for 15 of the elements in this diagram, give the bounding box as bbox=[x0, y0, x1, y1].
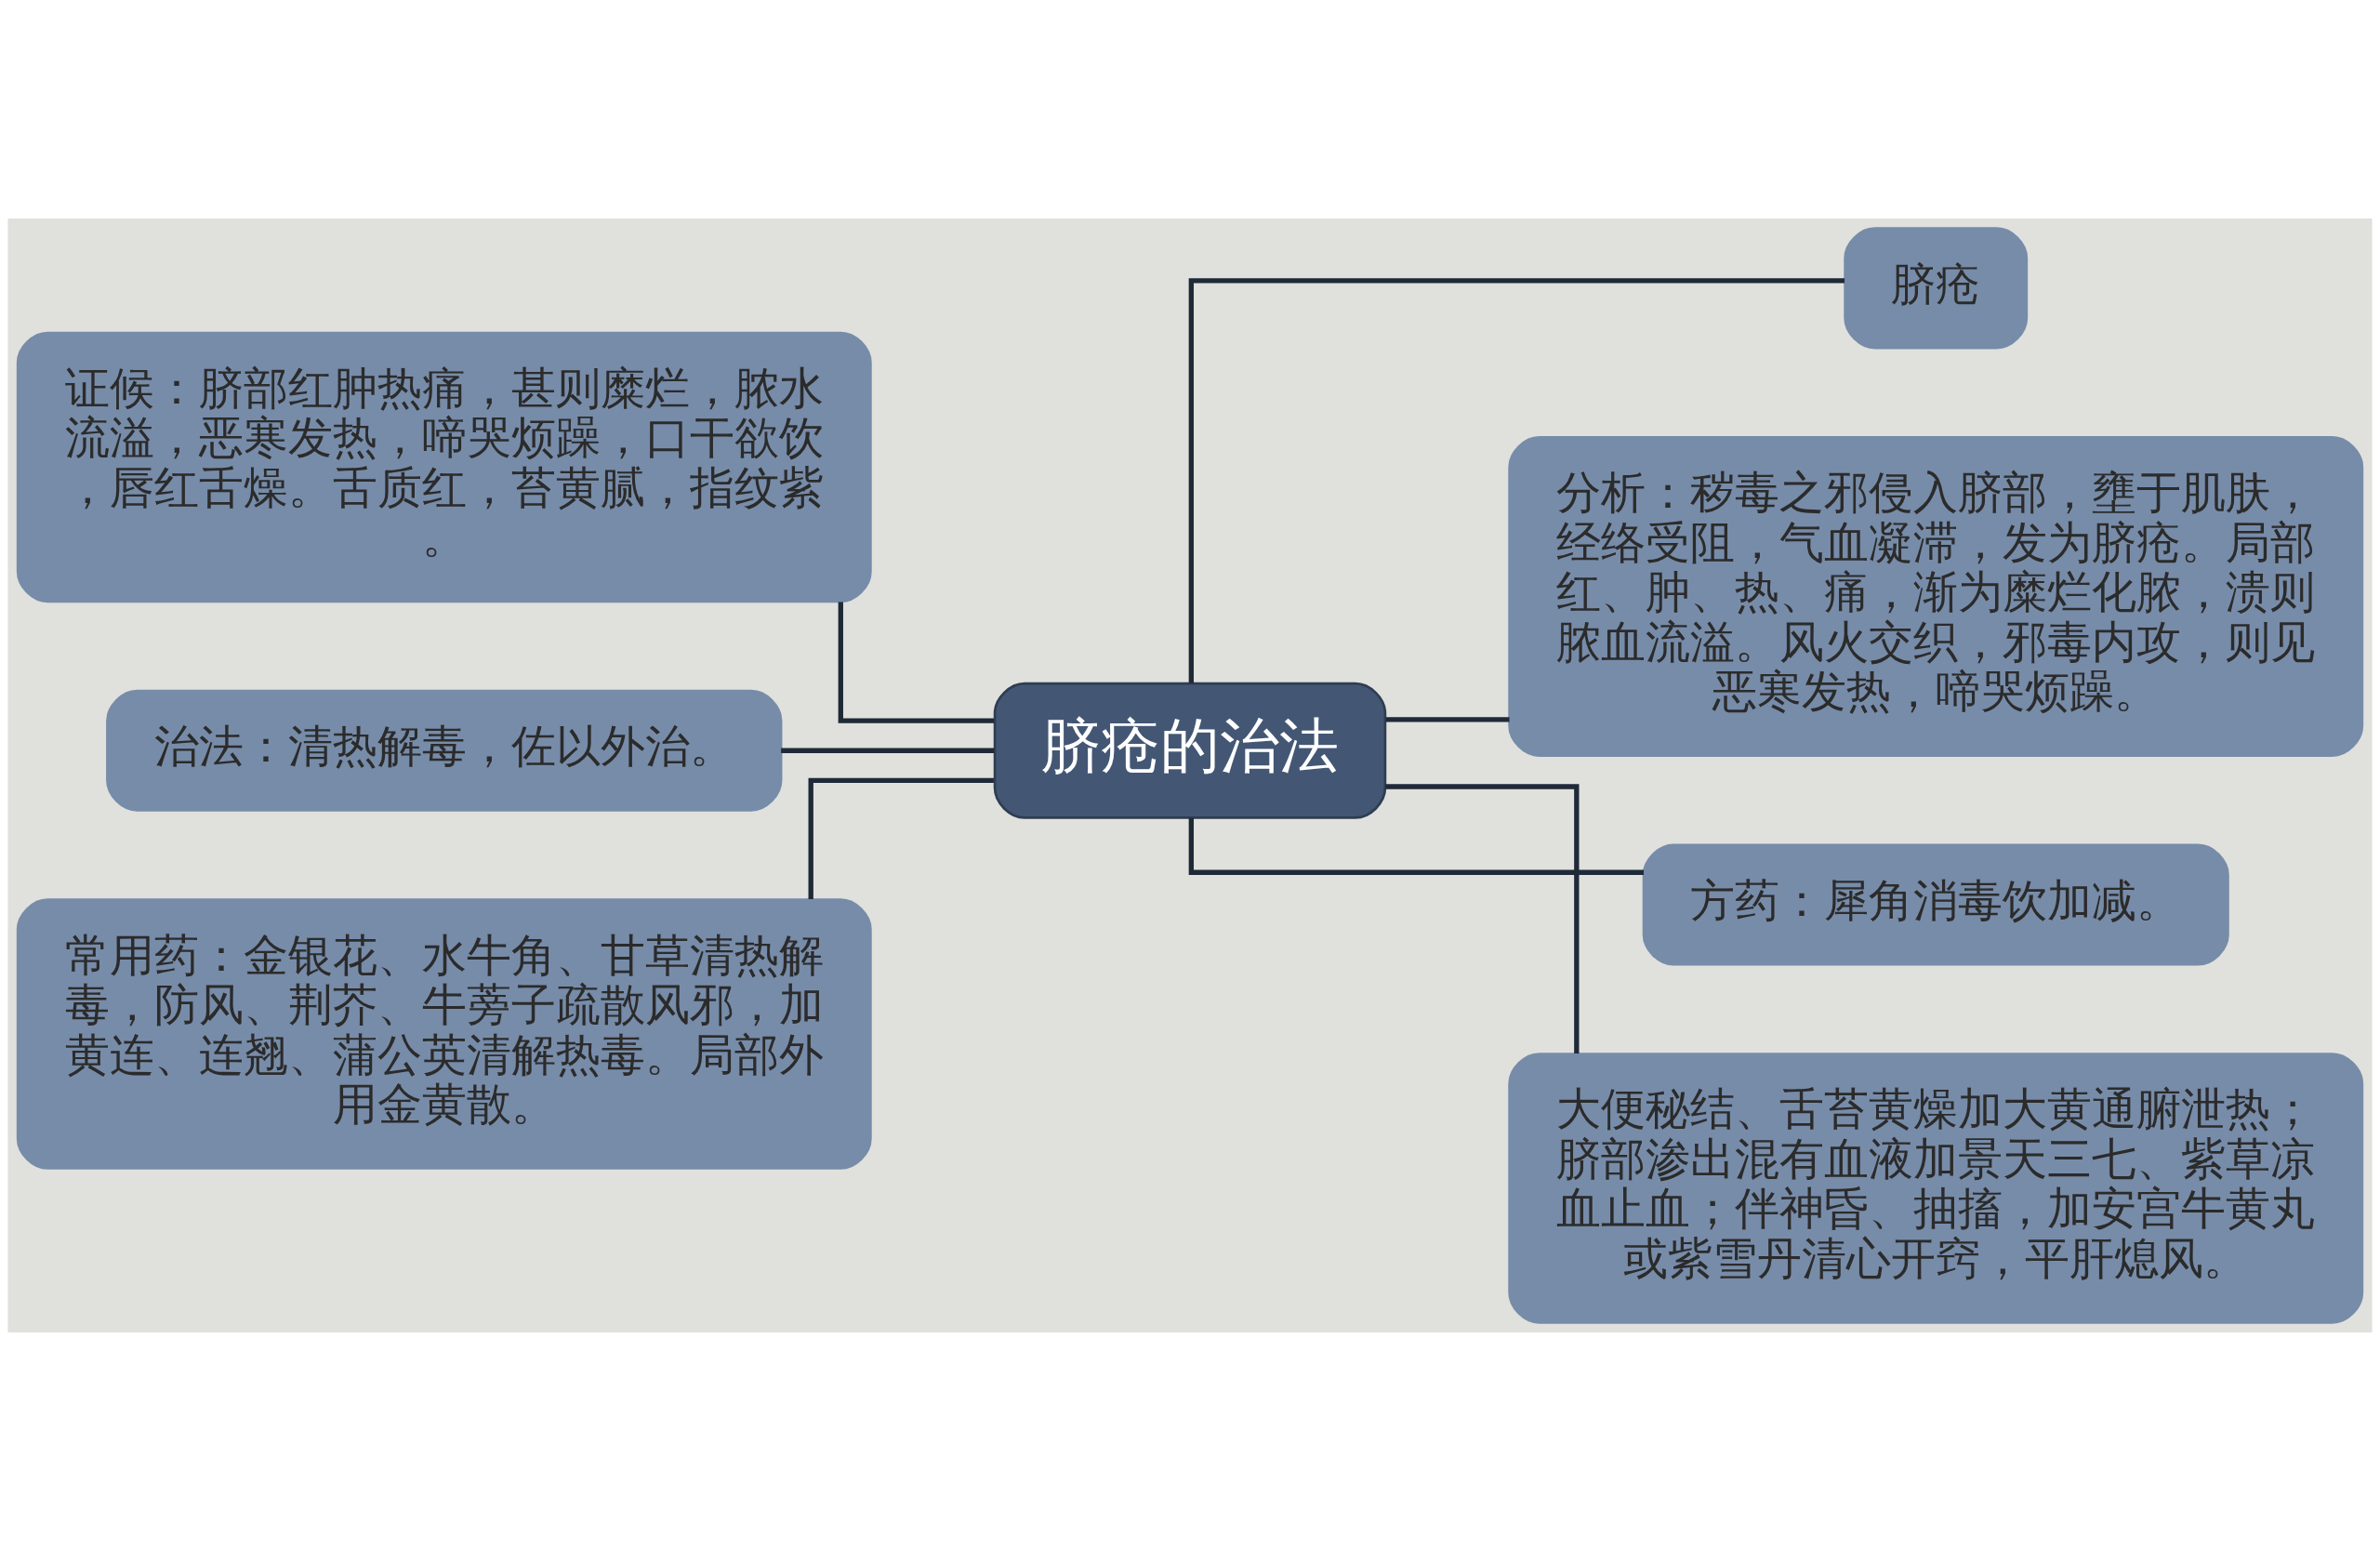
connector bbox=[1385, 716, 1510, 722]
node-box: 大便秘结、舌苔黄燥加大黄通腑泄热；脐部渗出混有血液加景天三七、紫草凉血止血；伴神昏、抽搐，加安宫牛黄丸或紫雪丹清心开窍，平肝熄风。 bbox=[1508, 1052, 2364, 1324]
node-box: 方药：犀角消毒饮加减。 bbox=[1642, 843, 2229, 966]
node-box: 脐疮的治法 bbox=[993, 682, 1387, 819]
connector bbox=[1188, 277, 1845, 683]
connector bbox=[808, 777, 994, 899]
connector bbox=[781, 748, 995, 753]
node-box: 脐疮 bbox=[1844, 226, 2029, 349]
node-box: 分析：秽毒之邪侵入脐部，壅于肌肤，经络受阻，气血凝滞，发为脐疮。局部红、肿、热、痛，渐为糜烂化脓，溃则脓血流溢。风火交织，邪毒内攻，则见恶寒发热，啼哭烦躁。 bbox=[1508, 435, 2364, 757]
connector bbox=[1188, 817, 1644, 875]
connector bbox=[838, 602, 995, 723]
connector bbox=[1385, 783, 1580, 1053]
node-box: 证候：脐部红肿热痛，甚则糜烂，脓水流溢，恶寒发热，啼哭烦躁，口干欲饮，唇红舌燥。舌质红，苔黄腻，指纹紫。 bbox=[16, 331, 872, 603]
node-box: 常用药：金银花、水牛角、甘草清热解毒，防风、荆芥、牛蒡子疏散风邪，加黄连、连翘、蒲公英清解热毒。局部外用金黄散。 bbox=[16, 897, 872, 1170]
node-box: 治法：清热解毒，佐以外治。 bbox=[106, 689, 783, 812]
